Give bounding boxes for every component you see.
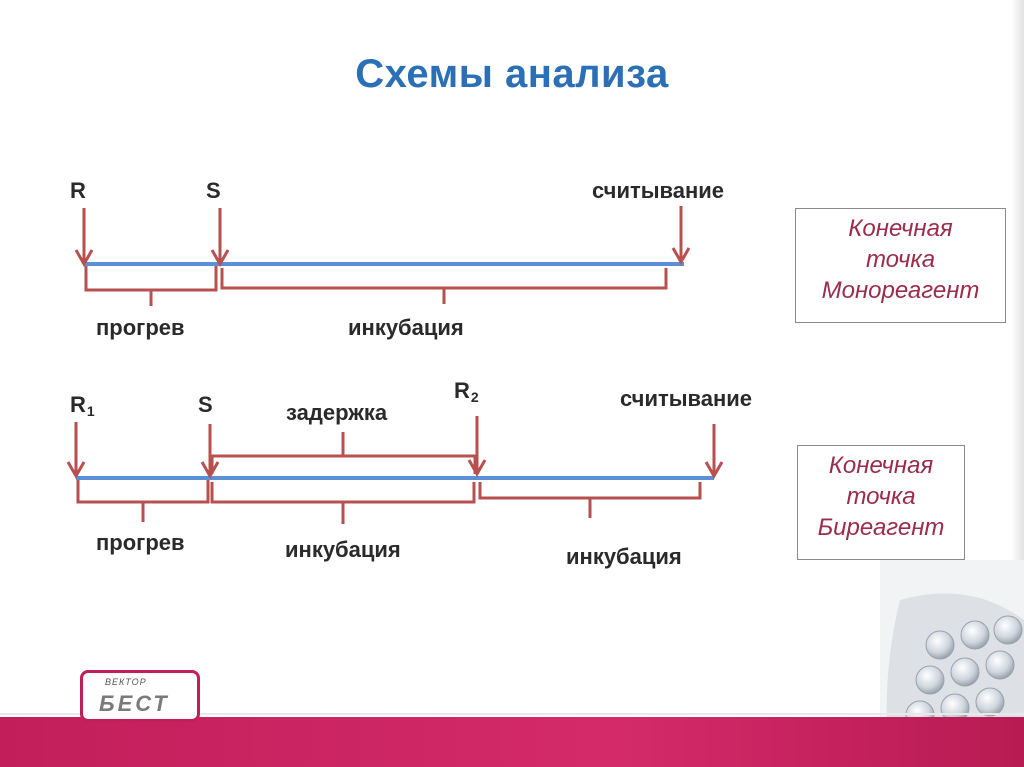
marker-r2-subscript: 2 [470,389,479,405]
brace-warmup-2 [76,480,210,522]
marker-r1-label: R1 [70,392,95,419]
segment-incubation-label: инкубация [348,315,464,340]
brace-warmup-1 [84,266,218,306]
logo-small-text: ВЕКТОР [105,677,147,687]
marker-r1-subscript: 1 [86,403,95,419]
segment-warmup-label: прогрев [96,315,185,340]
marker-s2-label: S [198,392,213,417]
arrow-s-2 [200,424,220,480]
slide-title: Схемы анализа [355,52,669,96]
brace-delay [210,432,477,474]
mode-box-monoreagent: Конечная точка Монореагент [795,208,1006,323]
marker-r2-text: R [454,378,470,403]
arrow-read-2 [704,424,724,480]
segment-delay-label: задержка [286,400,388,425]
box-line: Конечная [848,215,953,242]
arrow-r1 [66,422,86,480]
box-line: точка [846,483,916,510]
box-line: точка [865,246,936,273]
arrow-s [210,208,230,268]
vektor-best-logo: ВЕКТОР БЕСТ [80,670,200,722]
marker-r-label: R [70,178,86,203]
marker-r2-label: R2 [454,378,479,405]
segment-incubation2b-label: инкубация [566,544,682,569]
logo-main-text: БЕСТ [99,691,170,716]
box-line: Конечная [828,452,934,479]
arrow-r2 [467,416,487,478]
marker-read2-label: считывание [620,386,753,411]
segment-warmup2-label: прогрев [96,530,185,555]
segment-incubation2a-label: инкубация [285,537,401,562]
footer-band [0,717,1024,767]
brace-incubation-1 [220,268,668,304]
footer-divider [0,713,1024,715]
marker-r1-text: R [70,392,86,417]
box-line: Монореагент [821,277,980,304]
brace-incubation-2b [478,482,702,518]
brace-incubation-2a [210,482,476,524]
arrow-r [74,208,94,268]
mode-box-bireagent: Конечная точка Биреагент [797,445,965,560]
marker-s-label: S [206,178,221,203]
box-line: Биреагент [817,514,945,541]
arrow-read [671,206,691,266]
marker-read-label: считывание [592,178,725,203]
